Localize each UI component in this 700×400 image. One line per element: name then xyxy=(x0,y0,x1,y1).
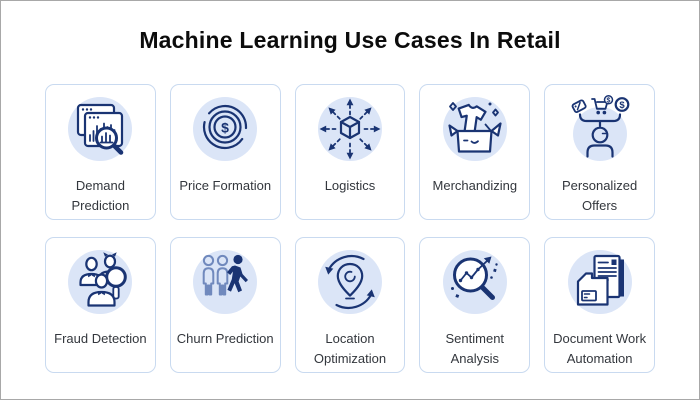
use-case-label: Document Work Automation xyxy=(553,331,647,366)
location-optimization-icon xyxy=(315,247,385,317)
churn-prediction-icon xyxy=(190,247,260,317)
svg-text:$: $ xyxy=(606,97,610,104)
card-sentiment-analysis: Sentiment Analysis xyxy=(419,237,531,373)
card-fraud-detection: Fraud Detection xyxy=(45,237,156,373)
card-personalized-offers: $ $ Personalized Offers xyxy=(544,84,655,220)
use-case-label: Churn Prediction xyxy=(176,331,274,346)
svg-text:$: $ xyxy=(221,120,229,136)
card-logistics: Logistics xyxy=(294,84,406,220)
use-case-label: Location Optimization xyxy=(313,331,387,366)
use-case-label: Demand Prediction xyxy=(71,178,130,213)
svg-text:$: $ xyxy=(619,100,625,111)
document-work-automation-icon xyxy=(565,247,635,317)
use-case-label: Sentiment Analysis xyxy=(445,331,505,366)
use-case-grid: Demand Prediction $ Price Formation Logi… xyxy=(1,84,699,373)
icon-wrap xyxy=(315,247,385,317)
icon-wrap xyxy=(440,94,510,164)
icon-wrap xyxy=(65,94,135,164)
use-case-label: Personalized Offers xyxy=(562,178,638,213)
fraud-detection-icon xyxy=(65,247,135,317)
card-location-optimization: Location Optimization xyxy=(294,237,406,373)
icon-wrap xyxy=(565,247,635,317)
price-formation-icon: $ xyxy=(190,94,260,164)
icon-wrap xyxy=(190,247,260,317)
card-demand-prediction: Demand Prediction xyxy=(45,84,156,220)
card-document-work-automation: Document Work Automation xyxy=(544,237,655,373)
use-case-label: Fraud Detection xyxy=(54,331,147,346)
icon-background-circle xyxy=(572,107,627,161)
demand-prediction-icon xyxy=(65,94,135,164)
icon-wrap: $ $ xyxy=(565,94,635,164)
logistics-icon xyxy=(315,94,385,164)
icon-wrap xyxy=(315,94,385,164)
icon-wrap: $ xyxy=(190,94,260,164)
merchandizing-icon xyxy=(440,94,510,164)
icon-wrap xyxy=(65,247,135,317)
sentiment-analysis-icon xyxy=(440,247,510,317)
icon-wrap xyxy=(440,247,510,317)
use-case-label: Merchandizing xyxy=(432,178,518,193)
card-price-formation: $ Price Formation xyxy=(169,84,281,220)
use-case-label: Logistics xyxy=(324,178,376,193)
card-merchandizing: Merchandizing xyxy=(419,84,531,220)
card-churn-prediction: Churn Prediction xyxy=(169,237,281,373)
personalized-offers-icon: $ $ xyxy=(565,94,635,164)
use-case-label: Price Formation xyxy=(179,178,272,193)
page-title: Machine Learning Use Cases In Retail xyxy=(139,27,561,53)
